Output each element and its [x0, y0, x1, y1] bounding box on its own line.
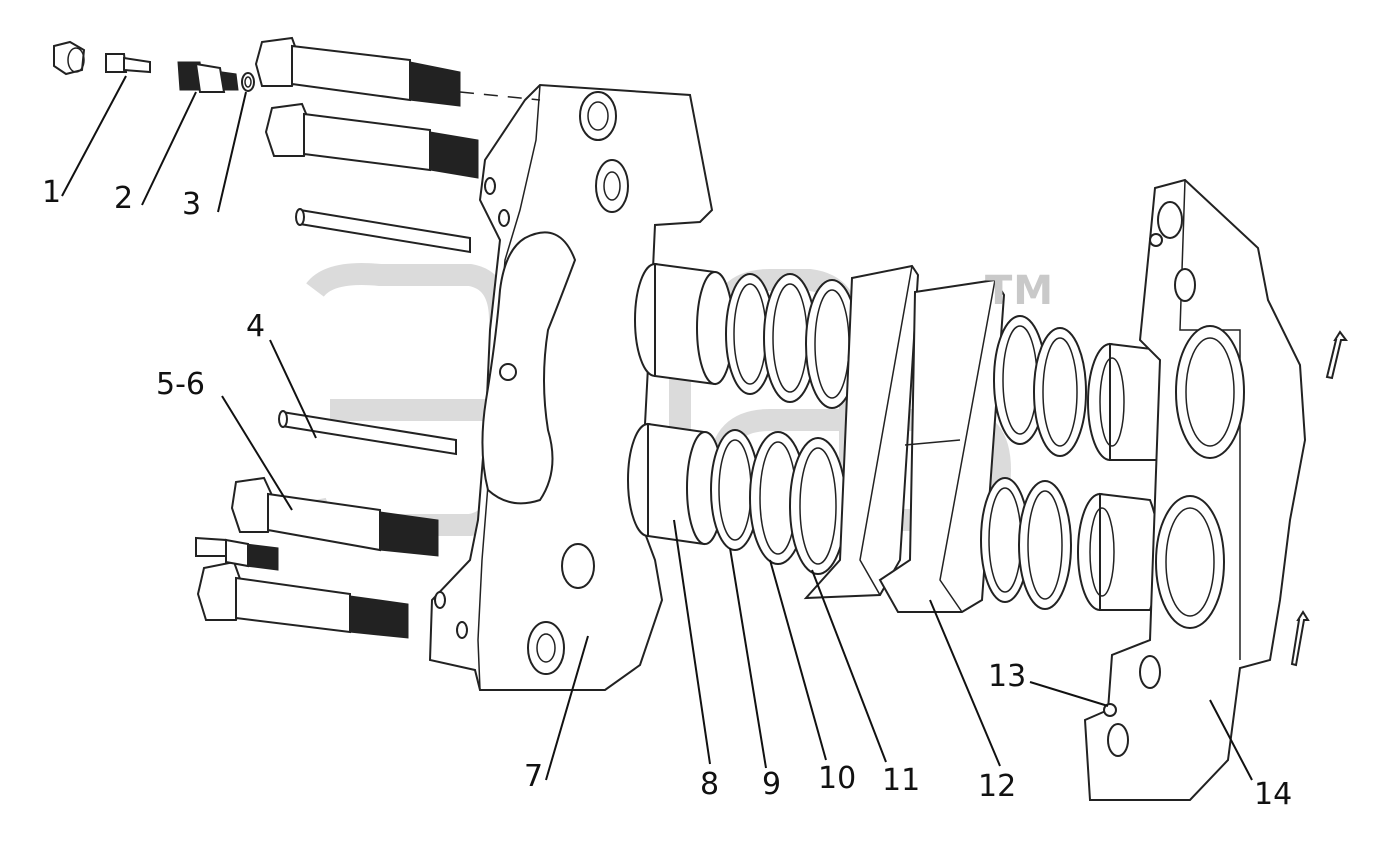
seal-ring-set-right-lower [980, 477, 1072, 610]
bleed-valve [105, 53, 151, 74]
guide-pin-lower [278, 410, 457, 456]
piston-upper-left [634, 262, 734, 386]
seal-ring-set-lower [710, 429, 847, 575]
bolt-upper-2 [264, 102, 479, 179]
piston-lower-right [1077, 492, 1161, 611]
watermark-trademark: TM [985, 268, 1055, 314]
leader-lines [61, 75, 1253, 781]
bolt-lower-1 [230, 476, 439, 557]
adapter-fitting [177, 61, 239, 93]
callout-labels: 1 2 3 4 5-6 7 8 9 10 11 12 13 14 [42, 175, 1292, 812]
callout-11: 11 [882, 763, 920, 798]
caliper-housing-left [428, 83, 714, 691]
callout-10: 10 [818, 761, 856, 796]
callout-14: 14 [1254, 777, 1292, 812]
seal-ring-set-right-upper [993, 315, 1087, 457]
dust-cap [53, 40, 86, 76]
seal-ring-set-upper [725, 273, 859, 409]
callout-12: 12 [978, 769, 1016, 804]
sealing-washer [241, 72, 255, 92]
callout-4: 4 [246, 309, 265, 344]
callout-1: 1 [42, 175, 61, 210]
callout-3: 3 [182, 187, 201, 222]
brake-pad-right [878, 278, 1006, 613]
bolt-upper-1 [254, 36, 541, 107]
guide-pin-upper [295, 208, 471, 254]
caliper-housing-right [1083, 178, 1348, 801]
callout-7: 7 [524, 759, 543, 794]
callout-13: 13 [988, 659, 1026, 694]
callout-2: 2 [114, 181, 133, 216]
callout-5-6: 5-6 [156, 367, 205, 402]
bleed-screw-lower [195, 536, 279, 571]
callout-8: 8 [700, 767, 719, 802]
callout-9: 9 [762, 767, 781, 802]
bolt-lower-2 [196, 560, 409, 639]
